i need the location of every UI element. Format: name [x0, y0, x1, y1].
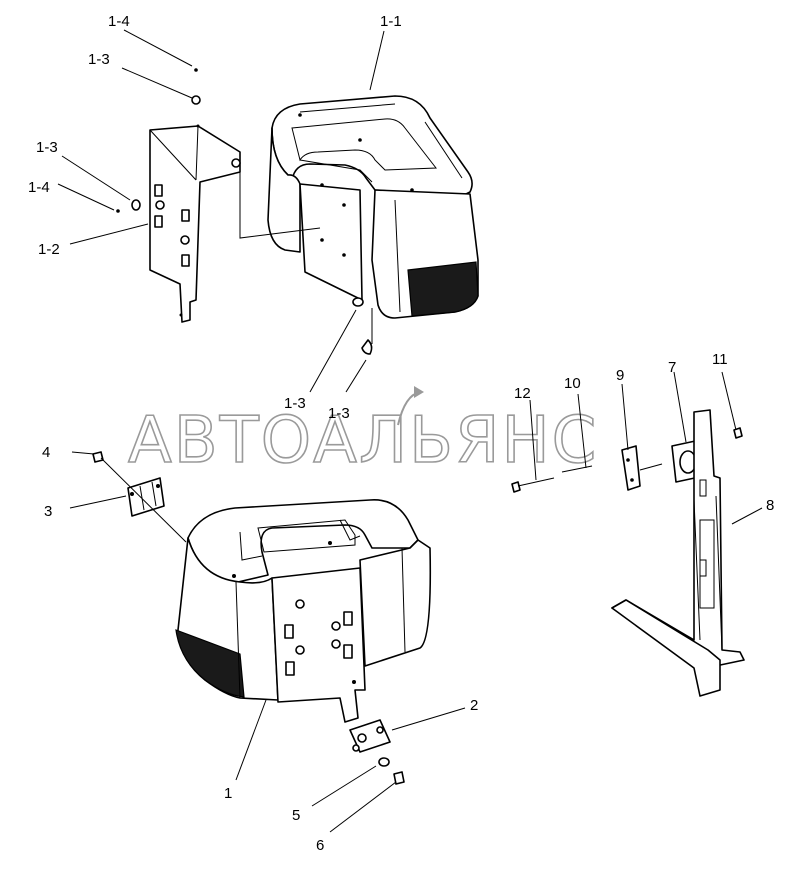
cover-upper-1-1: [267, 95, 479, 319]
screw-4: [92, 451, 187, 543]
callout-1-2: 1-2: [38, 241, 60, 258]
callout-5: 5: [292, 807, 300, 824]
screw-1-4-top: [194, 68, 198, 72]
bracket-8: [611, 409, 745, 697]
callout-9: 9: [616, 367, 624, 384]
bracket-9: [621, 445, 663, 491]
callout-3: 3: [44, 503, 52, 520]
bolt-12: [511, 477, 555, 493]
callout-11: 11: [712, 351, 728, 368]
callout-12: 12: [514, 385, 531, 402]
washer-5: [378, 757, 390, 767]
washer-1-3-top: [191, 95, 201, 105]
callout-1-4-top: 1-4: [108, 13, 130, 30]
callout-1-1: 1-1: [380, 13, 402, 30]
screw-11: [733, 427, 743, 439]
washer-1-3-bottom-a: [352, 297, 364, 307]
clamp-2: [349, 719, 391, 753]
watermark: АВТОАЛЬЯНС: [128, 404, 598, 478]
bolt-10: [561, 465, 593, 473]
callout-8: 8: [766, 497, 774, 514]
callout-1-3-bottom-a: 1-3: [284, 395, 306, 412]
bracket-3: [127, 477, 165, 517]
callout-1-3-bottom-b: 1-3: [328, 405, 350, 422]
screw-1-4-left: [116, 209, 120, 213]
watermark-arrow-head: [414, 386, 424, 398]
callout-6: 6: [316, 837, 324, 854]
callout-4: 4: [42, 444, 50, 461]
callout-1-4-left: 1-4: [28, 179, 50, 196]
callout-1-3-left: 1-3: [36, 139, 58, 156]
callout-7: 7: [668, 359, 676, 376]
bracket-1-2: [149, 124, 321, 323]
washer-1-3-left: [131, 199, 141, 211]
callout-2: 2: [470, 697, 478, 714]
washer-1-3-bottom-b: [361, 339, 373, 355]
nut-6: [393, 771, 405, 785]
callout-1-3-top: 1-3: [88, 51, 110, 68]
cover-lower-1: [175, 499, 432, 723]
callout-10: 10: [564, 375, 581, 392]
callout-1: 1: [224, 785, 232, 802]
